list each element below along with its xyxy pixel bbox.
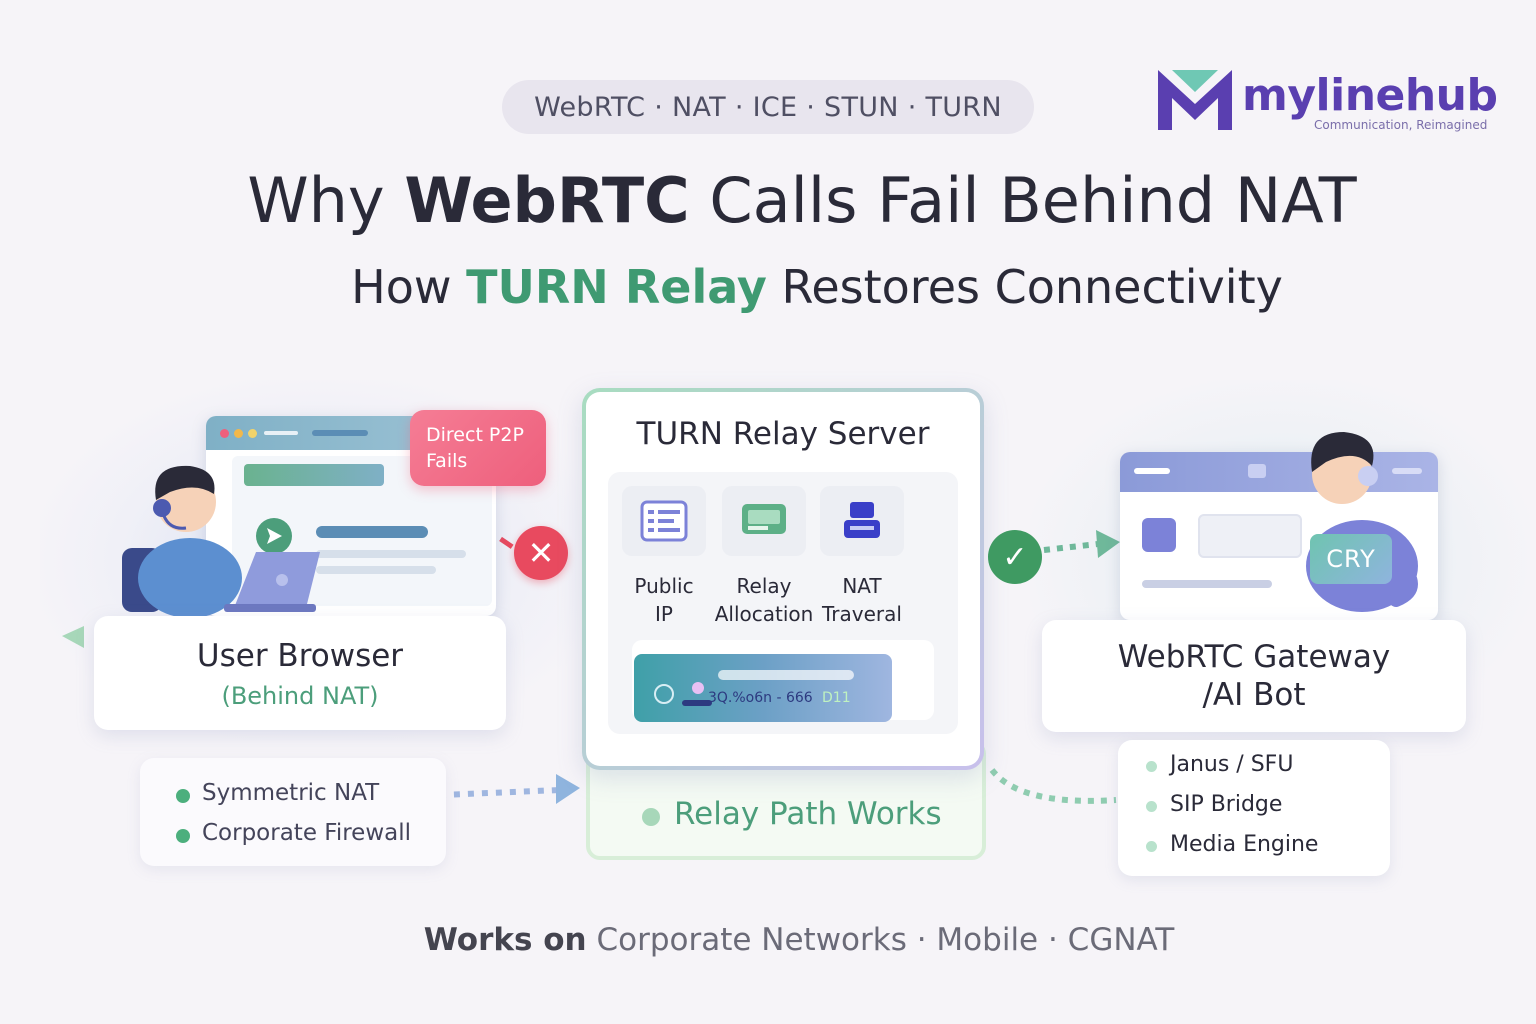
logo-wordmark: mylinehub: [1242, 70, 1498, 121]
gateway-card: WebRTC Gateway /AI Bot: [1042, 620, 1466, 732]
page-subtitle: How TURN Relay Restores Connectivity: [0, 260, 1536, 314]
content-line: [316, 526, 428, 538]
gateway-browser-window: [1120, 452, 1438, 620]
ip-readout-end: D11: [822, 690, 851, 706]
feature-label-line: Allocation: [714, 602, 814, 626]
left-edge-arrowhead: [62, 626, 84, 648]
title-bar-address: [312, 430, 368, 436]
stack-item: Media Engine: [1146, 832, 1390, 872]
gateway-stack-card: Janus / SFU SIP Bridge Media Engine: [1118, 740, 1390, 876]
feature-label-line: Relay: [736, 574, 792, 598]
footer-networks: Works on Corporate Networks · Mobile · C…: [0, 922, 1536, 958]
title-bold: WebRTC: [404, 164, 690, 237]
window-dot-yellow-2: [248, 429, 257, 438]
turn-card-title: TURN Relay Server: [636, 416, 930, 452]
footer-rest: Corporate Networks · Mobile · CGNAT: [586, 922, 1175, 958]
content-line: [316, 550, 466, 558]
logo-m-mark-icon: [1158, 70, 1232, 130]
subtitle-suffix: Restores Connectivity: [766, 260, 1283, 314]
gateway-return-path: [989, 768, 1117, 804]
relay-to-gateway-path: [1043, 541, 1099, 553]
relay-path-status: Relay Path Works: [642, 796, 942, 832]
router-icon: [820, 486, 904, 556]
content-header-strip: [244, 464, 384, 486]
success-check-icon: ✓: [988, 530, 1042, 584]
title-suffix: Calls Fail Behind NAT: [689, 164, 1357, 237]
title-bar-line: [1134, 468, 1170, 474]
feature-label-line: NAT: [842, 574, 882, 598]
footer-bold: Works on: [423, 922, 587, 958]
logo-tagline: Communication, Reimagined: [1314, 118, 1488, 132]
fail-badge-line: Fails: [426, 450, 468, 472]
subtitle-accent: TURN Relay: [466, 260, 767, 314]
content-box: [1198, 514, 1302, 558]
ip-readout-text: 3Q.%o6n - 666: [708, 690, 813, 706]
network-list-icon: [622, 486, 706, 556]
window-dot-red: [220, 429, 229, 438]
gateway-card-title: WebRTC Gateway: [1117, 639, 1391, 675]
stack-item: Janus / SFU: [1146, 752, 1390, 792]
feature-label-line: Public: [634, 574, 694, 598]
fail-x-icon: ✕: [514, 526, 568, 580]
relay-to-gateway-arrowhead: [1096, 530, 1120, 558]
document-icon: [1142, 518, 1176, 552]
monitor-icon: [722, 486, 806, 556]
title-prefix: Why: [247, 164, 405, 237]
title-bar-line: [1392, 468, 1422, 474]
gateway-title-bar: [1120, 452, 1438, 492]
user-browser-card: User Browser (Behind NAT): [94, 616, 506, 730]
left-to-relay-arrowhead: [556, 774, 580, 804]
screen-badge: CRY: [1310, 534, 1392, 584]
mylinehub-logo: mylinehub Communication, Reimagined: [1158, 66, 1498, 138]
stack-item: SIP Bridge: [1146, 792, 1390, 832]
title-bar-line: [264, 431, 298, 435]
send-icon: [256, 518, 292, 554]
user-card-title: User Browser: [196, 638, 404, 674]
content-line: [316, 566, 436, 574]
fail-badge-line: Direct P2P: [426, 424, 524, 446]
gateway-content: [1142, 508, 1422, 608]
feature-label: NAT Traveral: [812, 572, 912, 628]
feature-label-line: IP: [655, 602, 673, 626]
page-title: Why WebRTC Calls Fail Behind NAT: [0, 164, 1536, 237]
window-dot-yellow: [234, 429, 243, 438]
topic-tag-pill: WebRTC · NAT · ICE · STUN · TURN: [502, 80, 1034, 134]
condition-item: Corporate Firewall: [176, 820, 446, 860]
ip-readout-bar: [718, 670, 854, 680]
gateway-card-title: /AI Bot: [1202, 677, 1306, 713]
direct-p2p-fails-badge: Direct P2P Fails: [410, 410, 546, 486]
title-bar-tab: [1248, 464, 1266, 478]
content-line: [1142, 580, 1272, 588]
subtitle-prefix: How: [351, 260, 467, 314]
condition-item: Symmetric NAT: [176, 780, 446, 820]
feature-label-line: Traveral: [822, 602, 902, 626]
nat-conditions-card: Symmetric NAT Corporate Firewall: [140, 758, 446, 866]
ip-readout-strip: [634, 654, 892, 722]
user-card-subtitle: (Behind NAT): [221, 682, 379, 710]
